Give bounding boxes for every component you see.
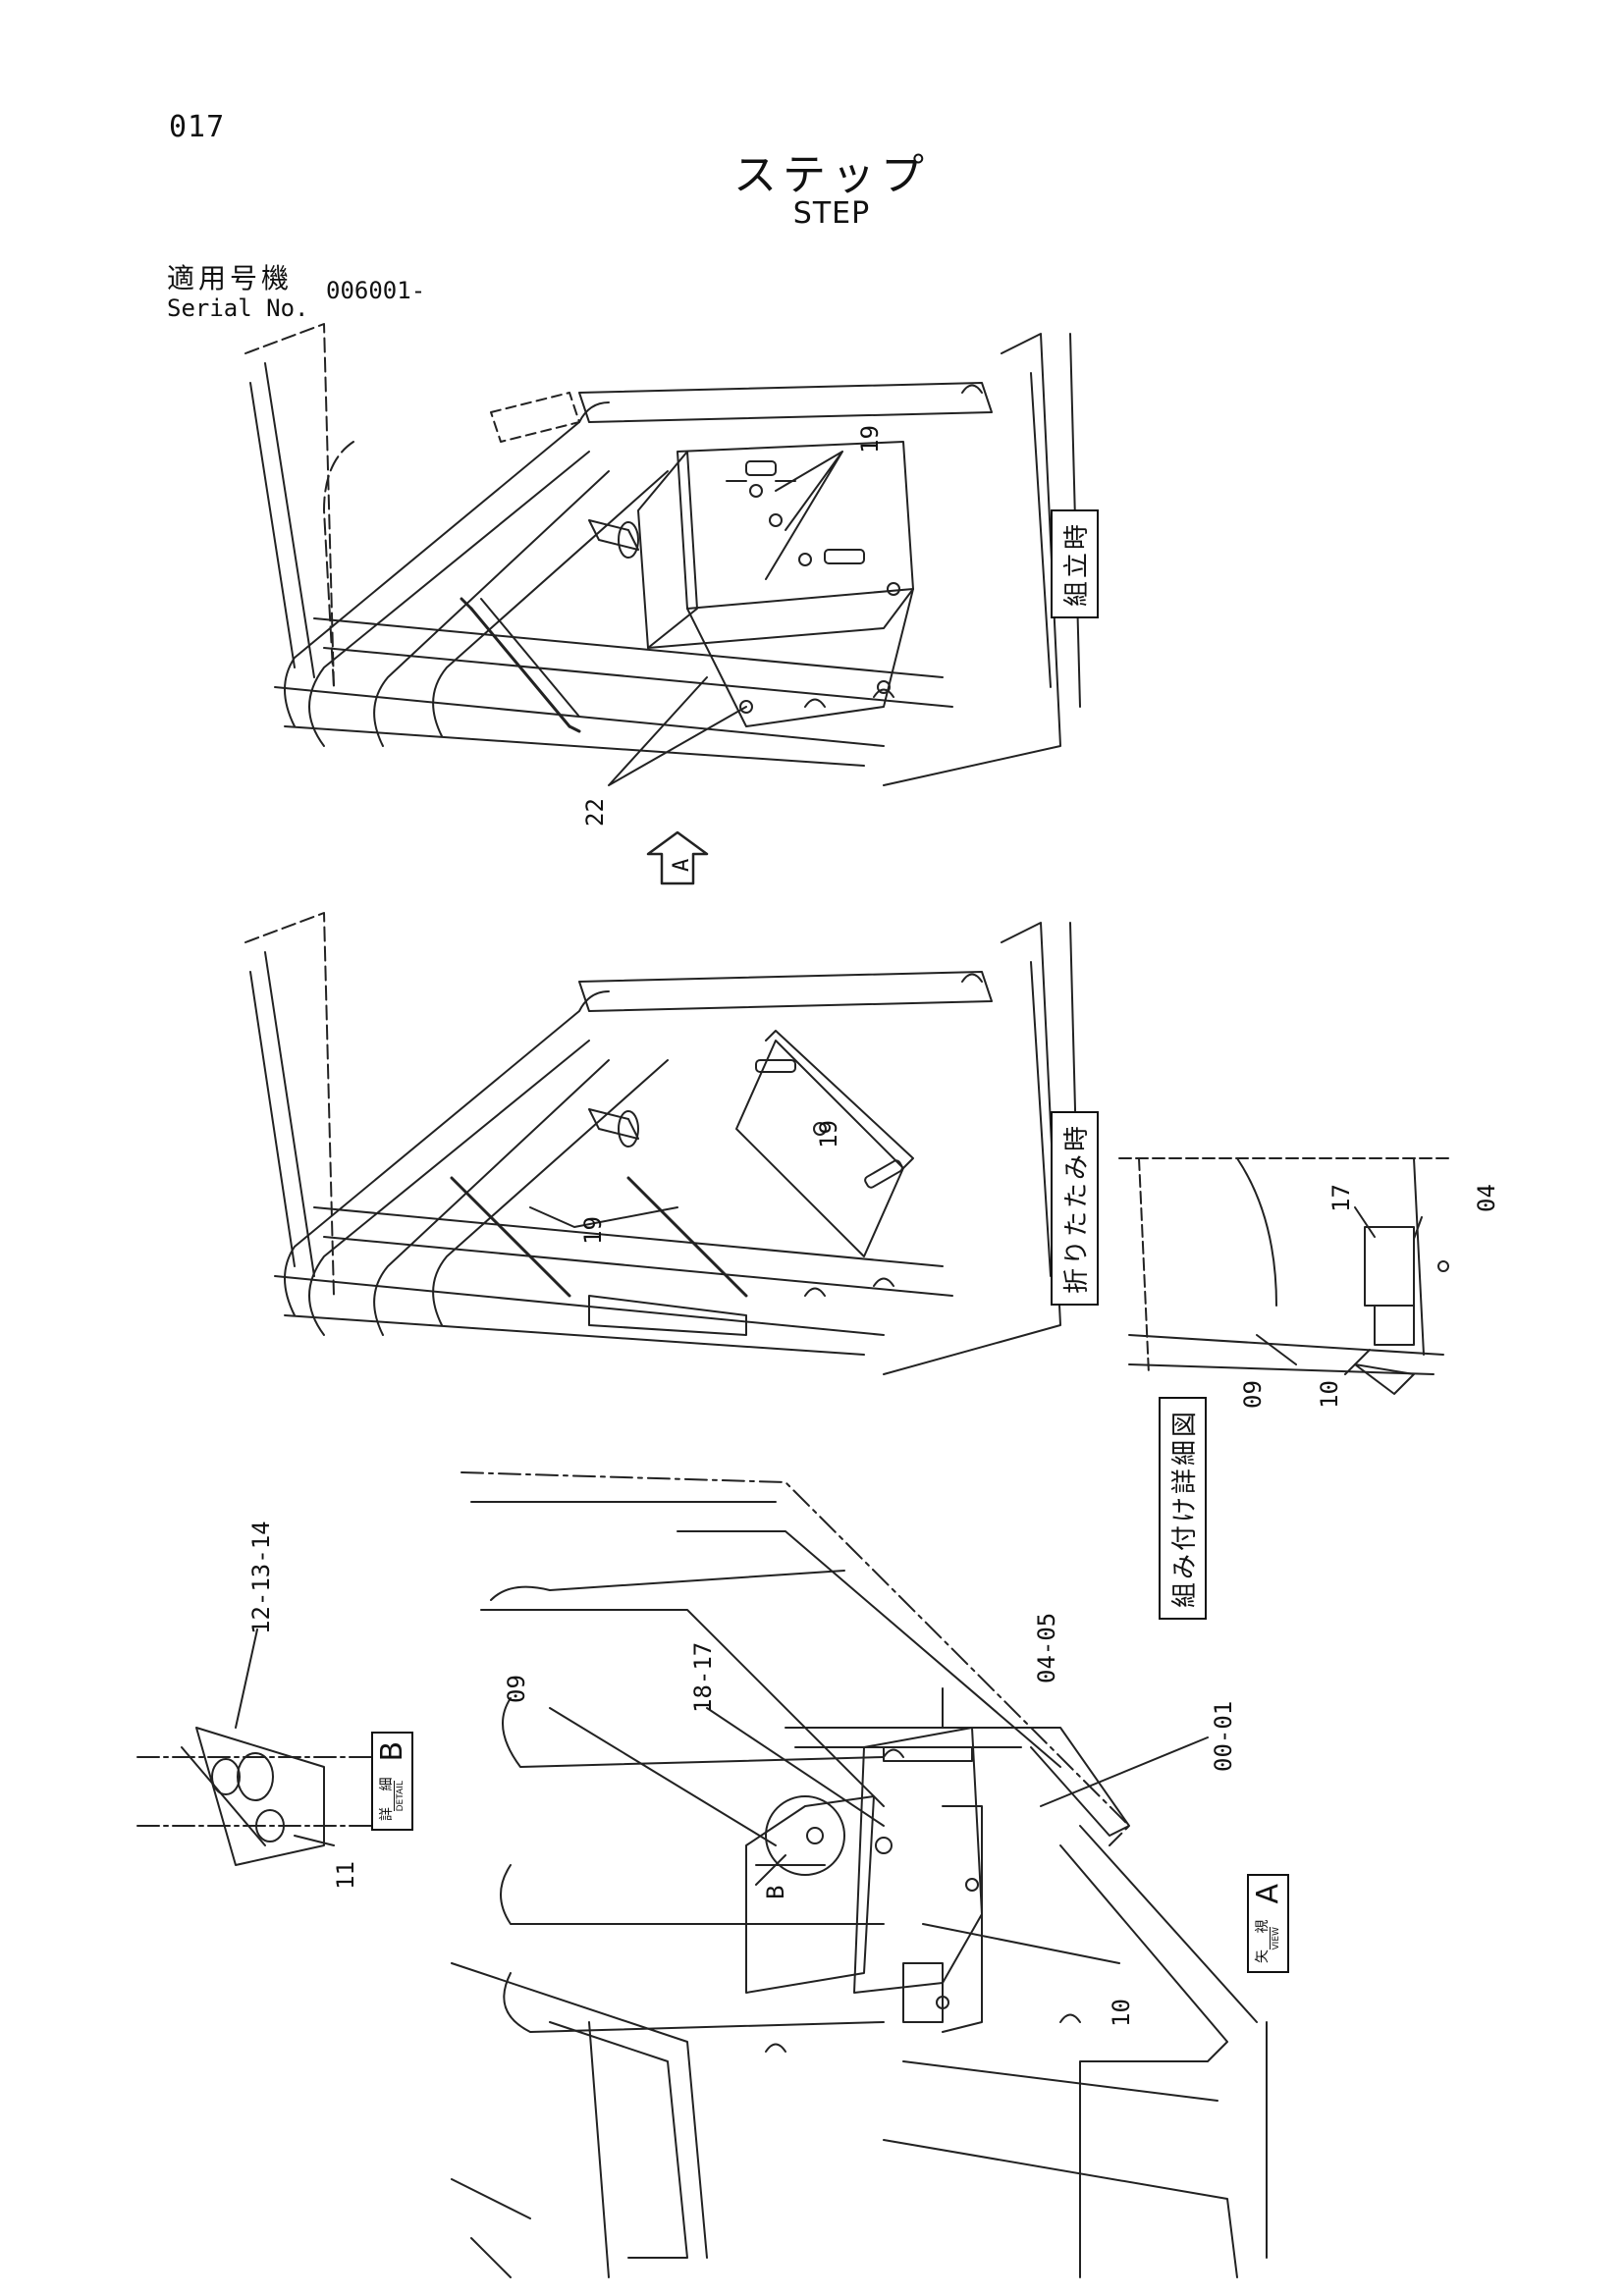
detail-b-label: 詳 細 DETAIL B (371, 1731, 413, 1831)
detail-b-drawing (136, 1629, 413, 1866)
folded-view-label: 折りたたみ時 (1051, 1110, 1099, 1306)
callout-detail-b-12-13-14: 12-13-14 (247, 1521, 275, 1634)
view-a-drawing (451, 1471, 1268, 2278)
detail-b-label-ja: 詳 細 (378, 1771, 395, 1821)
detail-b-label-en: DETAIL (393, 1781, 406, 1812)
install-detail-drawing (1118, 1157, 1454, 1395)
view-a-label: 矢 視 VIEW A (1247, 1874, 1289, 1973)
serial-label-ja: 適用号機 (167, 262, 294, 294)
callout-folded-19-plate: 19 (815, 1120, 842, 1148)
callout-view-a-04-05: 04-05 (1033, 1612, 1060, 1683)
view-a-label-ja: 矢 視 (1254, 1913, 1271, 1963)
callout-assembled-19: 19 (856, 425, 884, 454)
view-a-arrow (646, 830, 709, 885)
assembled-view-label: 組立時 (1051, 508, 1099, 618)
view-a-arrow-letter: A (670, 858, 694, 872)
assembled-view-drawing (244, 323, 1081, 786)
callout-detail-04: 04 (1473, 1184, 1500, 1212)
callout-folded-19-arm: 19 (579, 1216, 607, 1245)
callout-detail-09: 09 (1239, 1380, 1267, 1409)
callout-view-a-18-17: 18-17 (689, 1641, 717, 1713)
page-title-ja: ステップ (733, 150, 930, 200)
callout-detail-b-11: 11 (332, 1861, 359, 1890)
view-a-letter: A (1251, 1884, 1285, 1904)
callout-view-a-09: 09 (503, 1675, 530, 1703)
serial-value: 006001- (326, 277, 426, 304)
view-a-label-en: VIEW (1269, 1927, 1281, 1950)
detail-b-marker: B (762, 1885, 789, 1899)
callout-view-a-00-01: 00-01 (1210, 1700, 1237, 1772)
detail-b-letter: B (375, 1740, 409, 1762)
callout-detail-17: 17 (1327, 1184, 1355, 1212)
page-title-en: STEP (792, 196, 871, 231)
callout-detail-10: 10 (1316, 1380, 1343, 1409)
callout-assembled-22: 22 (581, 798, 609, 827)
serial-label-en: Serial No. (167, 294, 309, 322)
page-code: 017 (169, 110, 226, 144)
install-detail-label: 組み付け詳細図 (1159, 1396, 1207, 1620)
folded-view-drawing (244, 912, 1081, 1375)
callout-view-a-10: 10 (1108, 1999, 1135, 2027)
